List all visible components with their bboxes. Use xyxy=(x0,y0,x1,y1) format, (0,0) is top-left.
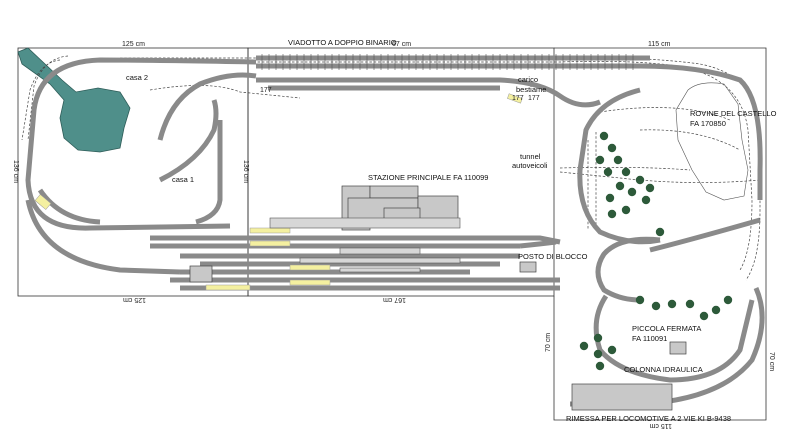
dim-top-right: 115 cm xyxy=(648,41,671,48)
label-casa1: casa 1 xyxy=(172,175,194,184)
tree-icon xyxy=(635,175,645,185)
tree-icon xyxy=(641,195,651,205)
tree-icon xyxy=(579,341,589,351)
label-carico: carico xyxy=(518,75,538,84)
marker-177c: 177 xyxy=(528,95,540,102)
tree-icon xyxy=(635,295,645,305)
tree-icon xyxy=(651,301,661,311)
dim-mid-side: 136 cm xyxy=(242,160,249,183)
label-piccola-fermata: PICCOLA FERMATA xyxy=(632,324,701,333)
viaduct-sleepers xyxy=(261,54,634,70)
tree-icon xyxy=(621,205,631,215)
dim-top-left: 125 cm xyxy=(122,41,145,48)
labels: VIADOTTO A DOPPIO BINARIO casa 2 casa 1 … xyxy=(126,38,777,423)
board-right xyxy=(553,47,767,421)
label-rovine-code: FA 170850 xyxy=(690,119,726,128)
label-bestiame: bestiame xyxy=(516,85,546,94)
dim-left-side: 136 cm xyxy=(12,160,19,183)
tree-icon xyxy=(599,131,609,141)
tree-icon xyxy=(723,295,733,305)
lake xyxy=(17,47,131,153)
dim-bottom-right: 115 cm xyxy=(649,422,672,429)
tree-icon xyxy=(685,299,695,309)
label-autoveicoli: autoveicoli xyxy=(512,161,548,170)
label-rovine: ROVINE DEL CASTELLO xyxy=(690,109,777,118)
label-viadotto: VIADOTTO A DOPPIO BINARIO xyxy=(288,38,397,47)
trees xyxy=(579,131,733,371)
label-tunnel: tunnel xyxy=(520,152,541,161)
visible-tracks xyxy=(25,55,765,407)
tree-icon xyxy=(605,193,615,203)
dim-bottom-mid: 167 cm xyxy=(383,296,406,303)
label-rimessa: RIMESSA PER LOCOMOTIVE A 2 VIE KI B-9438 xyxy=(566,414,731,423)
tree-icon xyxy=(595,361,605,371)
station-buildings xyxy=(189,185,687,411)
board-middle xyxy=(247,47,555,297)
label-casa2: casa 2 xyxy=(126,73,148,82)
tree-icon xyxy=(621,167,631,177)
tree-icon xyxy=(615,181,625,191)
tree-icon xyxy=(655,227,665,237)
tree-icon xyxy=(593,349,603,359)
dimension-labels: 125 cm 67 cm 115 cm 136 cm 136 cm 125 cm… xyxy=(12,41,775,429)
label-posto-blocco: POSTO DI BLOCCO xyxy=(518,252,588,261)
tree-icon xyxy=(607,209,617,219)
tree-icon xyxy=(627,187,637,197)
marker-177b: 177 xyxy=(512,95,524,102)
tree-icon xyxy=(667,299,677,309)
castle-ruins xyxy=(675,82,749,201)
tree-icon xyxy=(645,183,655,193)
dim-top-mid: 67 cm xyxy=(392,41,411,48)
dim-right-low-left: 70 cm xyxy=(545,333,552,352)
tree-icon xyxy=(699,311,709,321)
tree-icon xyxy=(613,155,623,165)
tree-icon xyxy=(603,167,613,177)
label-stazione: STAZIONE PRINCIPALE FA 110099 xyxy=(368,173,488,182)
tree-icon xyxy=(607,143,617,153)
highlight-sections xyxy=(34,93,523,291)
label-piccola-fermata-code: FA 110091 xyxy=(632,334,667,343)
tree-icon xyxy=(711,305,721,315)
marker-177a: 177 xyxy=(260,87,272,94)
dim-right-low-right: 70 cm xyxy=(768,352,775,371)
tree-icon xyxy=(607,345,617,355)
dim-bottom-left: 125 cm xyxy=(123,296,146,303)
tree-icon xyxy=(595,155,605,165)
label-colonna: COLONNA IDRAULICA xyxy=(624,365,703,374)
tree-icon xyxy=(593,333,603,343)
